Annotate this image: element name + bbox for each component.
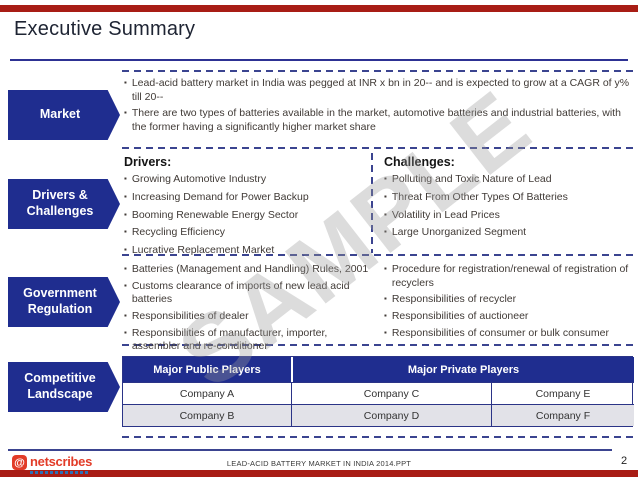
bullet-text: Responsibilities of manufacturer, import… (131, 326, 328, 353)
bullet-text: Increasing Demand for Power Backup (131, 190, 309, 203)
bullet-text: Volatility in Lead Prices (391, 208, 500, 221)
bullet-item: Volatility in Lead Prices (384, 209, 634, 223)
bullet-item: Procedure for registration/renewal of re… (384, 263, 634, 290)
table-cell: Company A (123, 382, 291, 404)
bullet-text: Recycling Efficiency (131, 226, 226, 239)
bullet-text: Customs clearance of imports of new lead… (131, 279, 350, 306)
bullet-item: Lead-acid battery market in India was pe… (124, 77, 630, 104)
bullet-text: Responsibilities of auctioneer (391, 309, 529, 322)
nav-government-regulation-label: Government Regulation (8, 277, 120, 327)
table-header-public: Major Public Players (123, 357, 291, 382)
drivers-column: Drivers: Growing Automotive Industry Inc… (124, 154, 366, 261)
table-cell: Company F (491, 404, 634, 426)
nav-competitive-landscape-label: Competitive Landscape (8, 362, 120, 412)
bullet-text: Threat From Other Types Of Batteries (391, 190, 568, 203)
table-cell: Company C (291, 382, 491, 404)
challenges-column: Challenges: Polluting and Toxic Nature o… (384, 154, 634, 244)
title-divider (10, 59, 628, 61)
bullet-item: Booming Renewable Energy Sector (124, 209, 366, 223)
table-cell: Company D (291, 404, 491, 426)
bullet-text: Batteries (Management and Handling) Rule… (131, 263, 369, 275)
bullet-text: Polluting and Toxic Nature of Lead (391, 173, 552, 186)
market-section: Lead-acid battery market in India was pe… (124, 77, 630, 138)
top-red-bar (0, 5, 638, 12)
drivers-challenges-column-divider (371, 153, 373, 253)
nav-drivers-challenges-label: Drivers & Challenges (8, 179, 120, 229)
bullet-item: Recycling Efficiency (124, 226, 366, 240)
bullet-item: Customs clearance of imports of new lead… (124, 280, 372, 307)
footer-divider (8, 449, 612, 451)
bullet-item: Polluting and Toxic Nature of Lead (384, 173, 634, 187)
bullet-text: Large Unorganized Segment (391, 226, 527, 239)
bullet-item: Increasing Demand for Power Backup (124, 191, 366, 205)
bullet-text: There are two types of batteries availab… (131, 107, 621, 133)
section-divider (122, 254, 634, 256)
bullet-item: Responsibilities of dealer (124, 310, 372, 324)
bullet-text: Lead-acid battery market in India was pe… (131, 77, 630, 103)
page-number: 2 (620, 455, 628, 467)
bullet-item: Responsibilities of consumer or bulk con… (384, 327, 634, 341)
bullet-item: There are two types of batteries availab… (124, 107, 630, 134)
table-header-private: Major Private Players (291, 357, 634, 382)
bullet-text: Responsibilities of dealer (131, 309, 249, 322)
bullet-item: Large Unorganized Segment (384, 226, 634, 240)
bullet-text: Growing Automotive Industry (131, 173, 267, 186)
challenges-heading: Challenges: (384, 155, 455, 169)
logo-tagline (30, 470, 88, 474)
players-table: Major Public Players Major Private Playe… (122, 356, 634, 427)
bullet-item: Lucrative Replacement Market (124, 244, 366, 258)
bullet-item: Batteries (Management and Handling) Rule… (124, 263, 372, 277)
section-divider (122, 147, 634, 149)
bullet-item: Responsibilities of manufacturer, import… (124, 327, 372, 354)
page-title: Executive Summary (14, 18, 196, 40)
bullet-item: Growing Automotive Industry (124, 173, 366, 187)
netscribes-logo-text: netscribes (30, 454, 93, 469)
bullet-text: Booming Renewable Energy Sector (131, 208, 299, 221)
gov-regulation-right-column: Procedure for registration/renewal of re… (384, 263, 634, 343)
section-divider (122, 344, 634, 346)
bullet-text: Procedure for registration/renewal of re… (391, 263, 629, 289)
section-divider (122, 70, 634, 72)
bullet-item: Responsibilities of auctioneer (384, 310, 634, 324)
drivers-heading: Drivers: (124, 155, 172, 169)
bullet-text: Lucrative Replacement Market (131, 243, 275, 256)
gov-regulation-left-column: Batteries (Management and Handling) Rule… (124, 263, 372, 357)
bullet-text: Responsibilities of recycler (391, 293, 517, 306)
bullet-item: Threat From Other Types Of Batteries (384, 191, 634, 205)
nav-market-label: Market (8, 90, 120, 140)
bullet-text: Responsibilities of consumer or bulk con… (391, 326, 609, 339)
bottom-red-bar (0, 470, 638, 477)
table-cell: Company B (123, 404, 291, 426)
bullet-item: Responsibilities of recycler (384, 293, 634, 307)
section-divider (122, 436, 634, 438)
footer-filename: LEAD-ACID BATTERY MARKET IN INDIA 2014.P… (226, 459, 412, 468)
table-cell: Company E (491, 382, 634, 404)
netscribes-logo: @ netscribes (12, 455, 92, 474)
netscribes-swirl-icon: @ (12, 455, 27, 470)
